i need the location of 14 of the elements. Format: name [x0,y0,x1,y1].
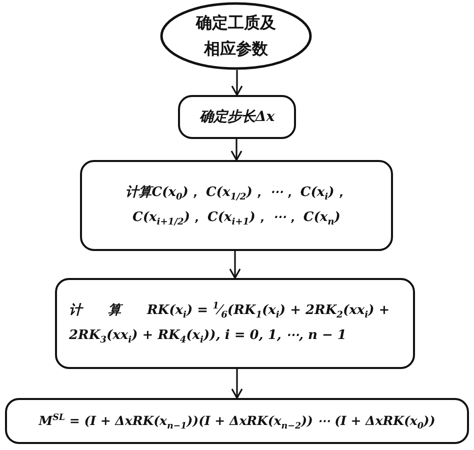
start-ellipse [160,2,312,70]
node-text: M$^{SL}$ = (I + ΔxRK(x$_{n−1}$))(I + ΔxRK(x$_{n−2}$)) ⋯ (I + ΔxRK(x$_{0}$)) [38,412,436,430]
node-label: 确定工质及相应参数 [194,12,277,60]
node-text: 确定步长Δx [199,108,275,127]
arrow [229,251,241,279]
node-text: 计算C(x$_{0}$)， C(x$_{1/2}$)， ⋯， C(x$_{i}$)， C(x$_{i+1/2}$)， C(x$_{i+1}$)， ⋯， C(x$_{n}$) [124,184,348,230]
process-box [55,278,415,369]
node-text: 计 算 RK(x$_{i}$) = $^{1}$⁄$_{6}$(RK$_{1}$(x$_{i}$) + 2RK$_{2}$(xx$_{i}$) + 2RK$_{3}$(xx$_{i}$) + RK$_{4}$(x$_{i}$)), i = 0, 1, ⋯, n − 1 [69,299,391,348]
process-box [80,160,393,251]
process-box [5,398,469,444]
process-box [178,95,296,139]
arrow [230,139,242,161]
arrow [231,70,243,96]
arrow [231,369,243,399]
